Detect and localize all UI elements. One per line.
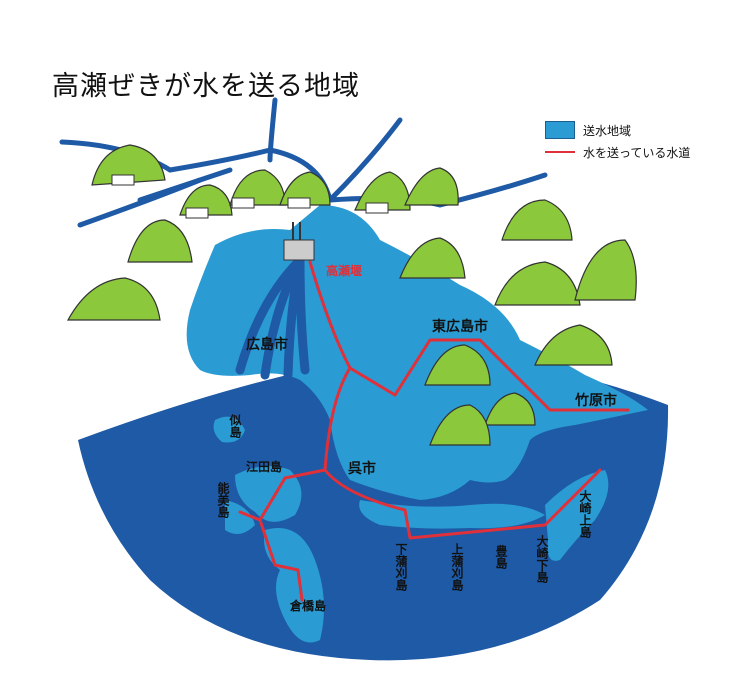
legend-pipe-row: 水を送っている水道 bbox=[545, 141, 690, 163]
label-higashihiroshima: 東広島市 bbox=[432, 319, 488, 335]
label-kamikamagari: 上蒲刈島 bbox=[450, 543, 464, 591]
page-title: 高瀬ぜきが水を送る地域 bbox=[52, 71, 360, 102]
label-kure: 呉市 bbox=[348, 461, 376, 477]
island-nomijima bbox=[225, 500, 255, 534]
label-nitaijima: 似島 bbox=[228, 414, 242, 438]
label-kurahashijima: 倉橋島 bbox=[290, 599, 327, 613]
facility-icons bbox=[111, 174, 389, 219]
legend-area-label: 送水地域 bbox=[583, 123, 632, 138]
label-osakishimo: 大崎下島 bbox=[535, 535, 549, 583]
legend-pipe-swatch bbox=[545, 151, 575, 153]
label-etajima: 江田島 bbox=[246, 460, 283, 474]
legend-pipe-label: 水を送っている水道 bbox=[583, 145, 691, 160]
label-yutakajima: 豊島 bbox=[494, 545, 508, 569]
legend: 送水地域 水を送っている水道 bbox=[545, 119, 690, 163]
waterline bbox=[238, 260, 630, 602]
island-kurahashijima bbox=[264, 528, 324, 643]
dam-icon bbox=[283, 222, 315, 261]
label-dam: 高瀬堰 bbox=[326, 264, 363, 278]
legend-area-swatch bbox=[545, 121, 575, 139]
island-nitaijima bbox=[213, 416, 245, 443]
label-osakikami: 大崎上島 bbox=[578, 490, 592, 538]
label-shimokamagari: 下蒲刈島 bbox=[394, 543, 408, 591]
label-takehara: 竹原市 bbox=[575, 393, 617, 409]
label-hiroshima: 広島市 bbox=[246, 337, 288, 353]
label-nomijima: 能美島 bbox=[216, 482, 230, 518]
mountains bbox=[66, 144, 637, 446]
legend-area-row: 送水地域 bbox=[545, 119, 690, 141]
island-osaki bbox=[545, 470, 609, 561]
river-delta bbox=[235, 255, 310, 380]
